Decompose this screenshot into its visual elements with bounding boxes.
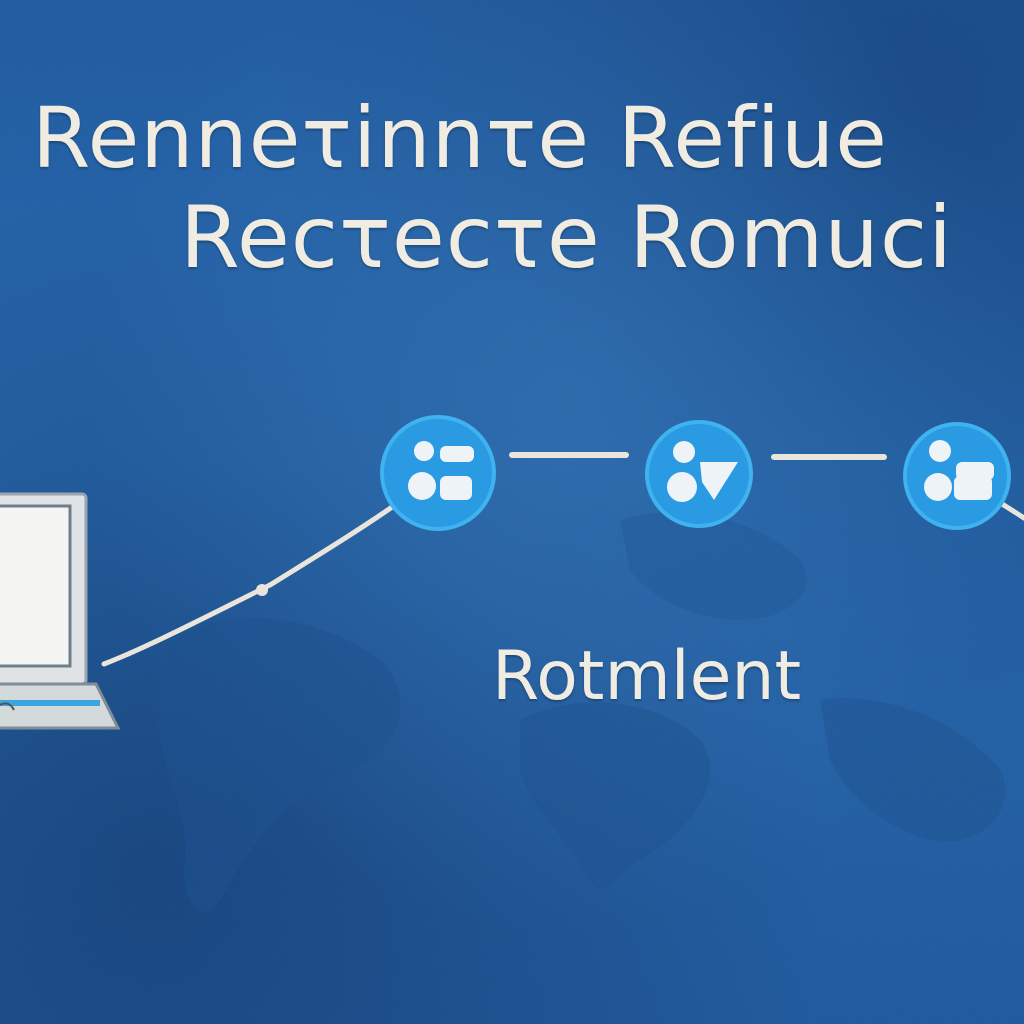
people-chat-icon xyxy=(667,441,738,502)
diagram-label: Rotmlent xyxy=(492,637,802,716)
people-group-icon xyxy=(408,441,474,500)
title-line-2: Recτecτe Romuci xyxy=(180,188,954,288)
node-2 xyxy=(645,420,753,528)
people-group-icon xyxy=(924,440,994,501)
cable-line xyxy=(101,493,411,667)
cable-knot xyxy=(256,584,268,596)
node-3 xyxy=(903,422,1011,530)
title-line-1: Renneτinnτe Refiue xyxy=(32,89,888,187)
node-1 xyxy=(380,415,496,531)
laptop-icon xyxy=(0,492,121,730)
